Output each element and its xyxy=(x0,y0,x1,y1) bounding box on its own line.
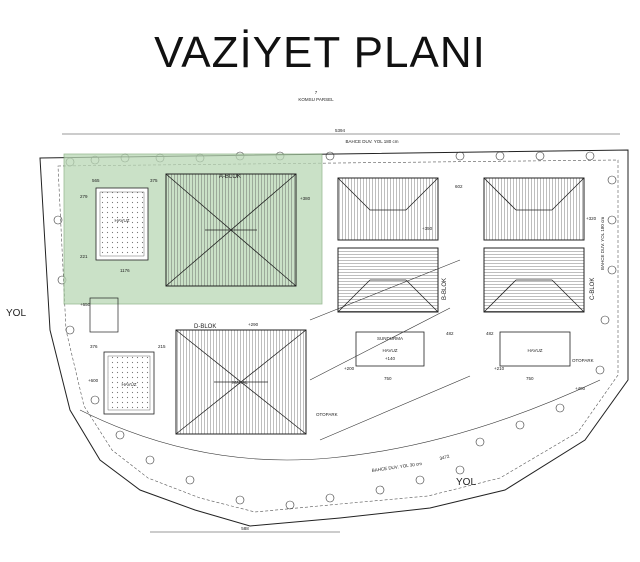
dim-565: 565 xyxy=(92,178,100,183)
dim-376: 376 xyxy=(90,344,98,349)
inner-boundary xyxy=(57,159,619,513)
level-210: +210 xyxy=(494,366,505,371)
level-140: +140 xyxy=(385,356,396,361)
right-setback-label: BAHCE DUV. YOL 180 cm xyxy=(600,217,605,270)
level-350: +350 xyxy=(422,226,433,231)
pool-a-label: HAVUZ xyxy=(115,218,130,223)
site-boundary xyxy=(39,149,629,527)
c-block-label: C-BLOK xyxy=(590,278,596,300)
dim-279: 279 xyxy=(80,194,88,199)
mahal-label: MAHAL xyxy=(232,380,248,385)
pool-c-label: HAVUZ xyxy=(528,348,543,353)
dim-602: 602 xyxy=(455,184,463,189)
dim-215: 215 xyxy=(158,344,166,349)
dim-750-b: 750 xyxy=(526,376,534,381)
bottom-setback-label: BAHCE DUV. YOL 30 cm xyxy=(371,461,422,473)
a-block-building xyxy=(165,173,297,287)
dim-3472: 3472 xyxy=(439,454,450,461)
b-block-label: B-BLOK xyxy=(442,278,448,300)
b-block-building xyxy=(337,177,439,313)
level-380: +380 xyxy=(300,196,311,201)
page-title: VAZİYET PLANI xyxy=(154,28,486,77)
level-600: +600 xyxy=(88,378,99,383)
parking-label-center: OTOPARK xyxy=(316,412,338,417)
pool-b-label: HAVUZ xyxy=(383,348,398,353)
d-block-label: D-BLOK xyxy=(194,324,216,330)
level-400: +400 xyxy=(575,386,586,391)
dim-750-a: 750 xyxy=(384,376,392,381)
top-dimension-label: 5394 xyxy=(335,128,346,133)
access-paths xyxy=(79,259,601,461)
c-block-building xyxy=(483,177,585,313)
pool-c xyxy=(499,331,571,367)
top-parcel-number: 7 xyxy=(315,90,318,95)
dim-482-a: 482 xyxy=(446,331,454,336)
level-650: +650 xyxy=(80,302,91,307)
dim-1176: 1176 xyxy=(120,268,130,273)
a-block-label: A-BLOK xyxy=(219,174,241,180)
bottom-dimension-label: 588 xyxy=(241,526,249,531)
level-290: +290 xyxy=(248,322,259,327)
road-label-left: YOL xyxy=(6,308,26,319)
site-plan-drawing: 7 KOMSU PARSEL 5394 BAHCE DUV. YOL 180 c… xyxy=(6,90,629,533)
dim-482-b: 482 xyxy=(486,331,494,336)
top-setback-label: BAHCE DUV. YOL 180 cm xyxy=(345,139,398,144)
level-200: +200 xyxy=(344,366,355,371)
road-label-bottom: YOL xyxy=(456,477,476,488)
top-parcel-label: KOMSU PARSEL xyxy=(298,97,334,102)
d-block-building xyxy=(175,329,307,435)
small-room xyxy=(89,297,119,333)
parking-label-right: OTOPARK xyxy=(572,358,594,363)
sundurma-b-label: SUNDURMA xyxy=(377,336,403,341)
dim-221: 221 xyxy=(80,254,88,259)
pool-d-label: HAVUZ xyxy=(122,382,137,387)
level-320: +320 xyxy=(586,216,597,221)
pool-b xyxy=(355,331,425,367)
dim-375: 375 xyxy=(150,178,158,183)
